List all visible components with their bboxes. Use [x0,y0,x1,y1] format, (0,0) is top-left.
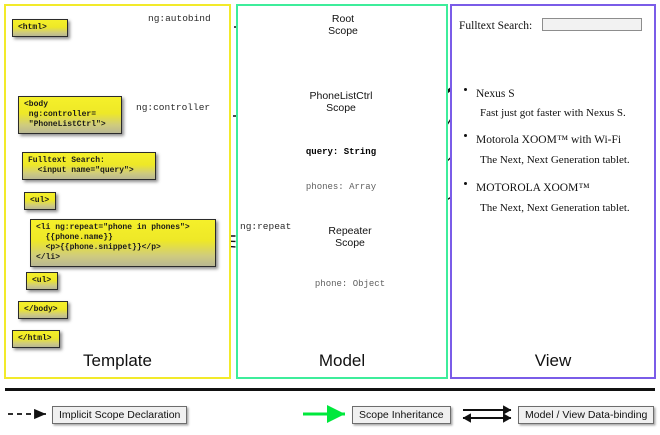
code-box-fulltext-search: Fulltext Search: <input name="query"> [22,152,156,180]
view-phone-name: Nexus S [476,88,515,100]
code-box-ul-open-tag: <ul> [24,192,56,210]
legend-item-implicit-scope-declaration: Implicit Scope Declaration [52,406,188,424]
view-phone-name: Motorola XOOM™ with Wi-Fi [476,134,622,146]
code-box-ul-close-tag: <ul> [26,272,58,290]
column-label-template: Template [83,351,152,370]
view-content: Fulltext Search: Nexus S Fast just got f… [450,4,656,379]
edge-label-ng-autobind: ng:autobind [148,13,211,24]
legend-item-model-view-data-binding: Model / View Data-binding [518,406,655,424]
column-label-model: Model [318,351,366,370]
edge-label-ng-repeat: ng:repeat [240,221,292,232]
bullet-icon [464,88,467,91]
bullet-icon [464,182,467,185]
view-search-input[interactable] [542,18,642,31]
view-phone-name: MOTOROLA XOOM™ [476,182,590,194]
legend-glyph-double-arrow [462,405,512,423]
view-phone-item-1: Nexus S [464,84,515,102]
column-model: Model [236,4,448,379]
view-phone-snippet: Fast just got faster with Nexus S. [480,107,626,119]
column-label-view: View [534,351,572,370]
view-phone-item-2: Motorola XOOM™ with Wi-Fi [464,130,622,148]
bullet-icon [464,134,467,137]
legend-separator-rule [5,388,655,391]
code-box-body-controller: <body ng:controller= "PhoneListCtrl"> [18,96,122,134]
view-phone-item-3: MOTOROLA XOOM™ [464,178,590,196]
code-box-html-open-tag: <html> [12,19,68,37]
code-box-body-close-tag: </body> [18,301,68,319]
code-box-li-ng-repeat: <li ng:repeat="phone in phones"> {{phone… [30,219,216,267]
view-phone-snippet: The Next, Next Generation tablet. [480,202,630,214]
legend-item-scope-inheritance: Scope Inheritance [352,406,451,424]
edge-label-ng-controller: ng:controller [136,102,211,113]
column-view: View [450,4,656,379]
code-box-html-close-tag: </html> [12,330,60,348]
view-search-label: Fulltext Search: [459,20,533,32]
view-phone-snippet: The Next, Next Generation tablet. [480,154,630,166]
